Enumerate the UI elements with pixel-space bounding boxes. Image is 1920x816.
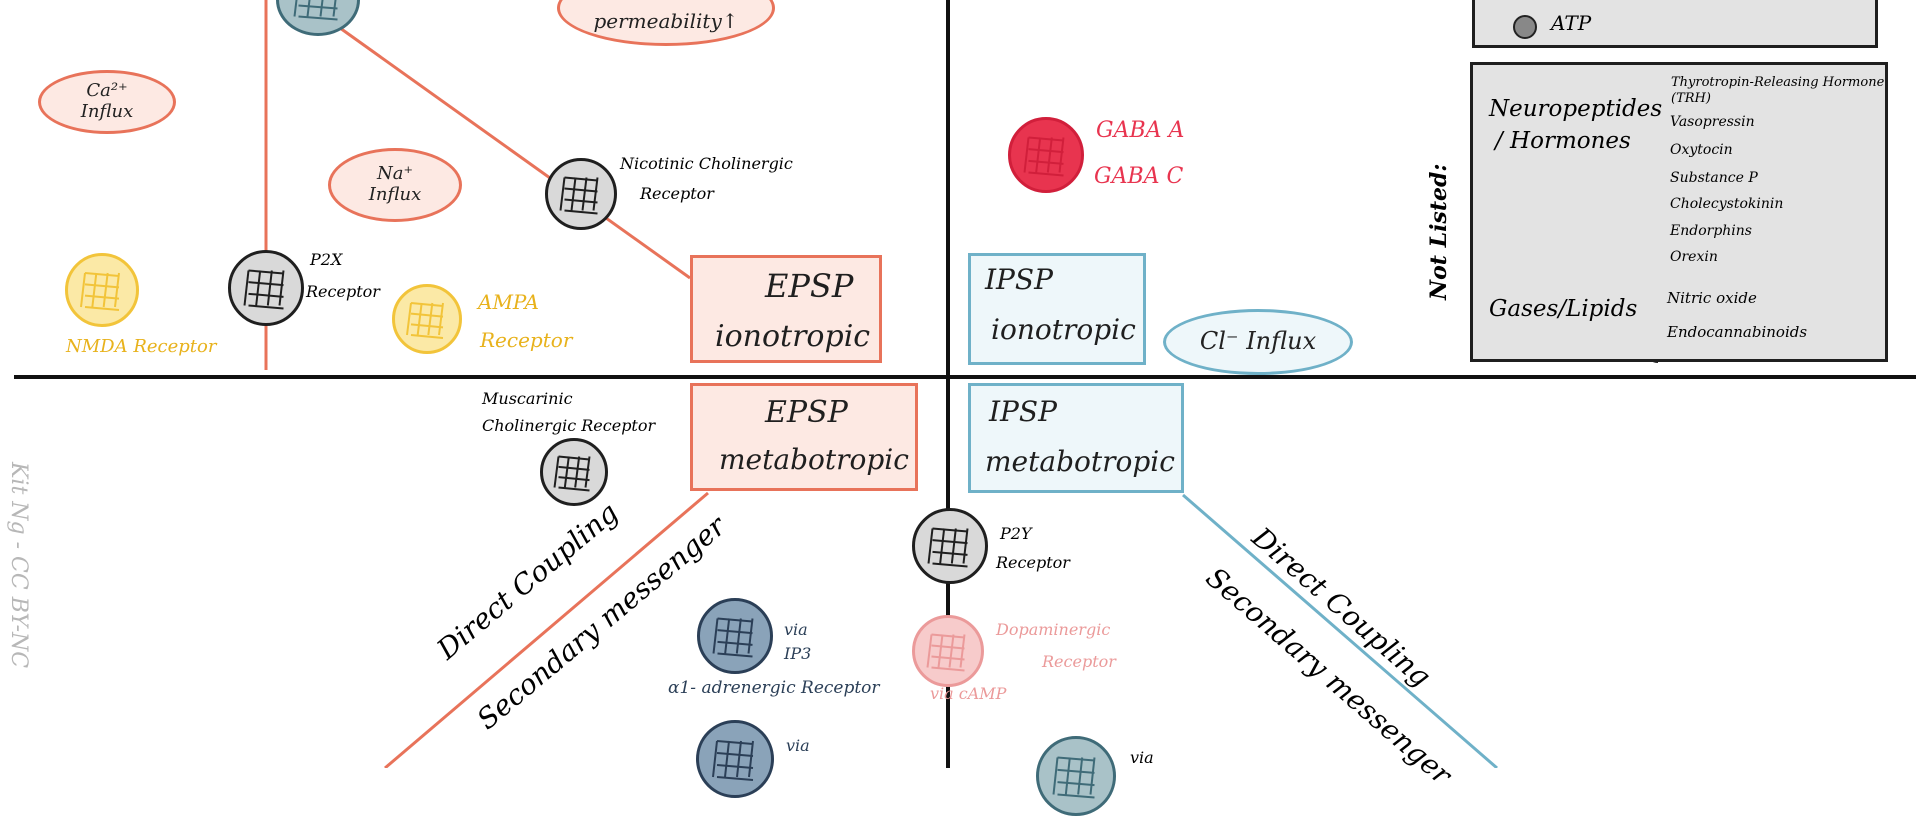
nicotinic-connector-line (339, 26, 691, 280)
ca-influx-label: Influx (80, 101, 134, 122)
nicotinic-label: Receptor (640, 184, 714, 203)
neuropeptide-item: Substance P (1670, 170, 1758, 186)
na-influx-label: Na⁺ (377, 163, 413, 185)
neuropeptide-item: Orexin (1670, 249, 1718, 265)
via-label: via (1130, 748, 1154, 767)
ampa-label: AMPA (478, 290, 539, 314)
p2y-receptor-icon (912, 508, 988, 584)
via-ip3-label: via (784, 620, 808, 639)
not-listed-panel: Neuropeptides / Hormones Thyrotropin-Rel… (1470, 62, 1888, 362)
nmda-receptor-icon (65, 253, 139, 327)
neuropeptide-item: Endorphins (1670, 223, 1752, 239)
muscarinic-label: Cholinergic Receptor (482, 416, 656, 435)
p2x-receptor-icon (228, 250, 304, 326)
neuropeptide-item: Cholecystokinin (1670, 196, 1784, 212)
p2y-label: Receptor (996, 553, 1070, 572)
receptor-grid (927, 527, 969, 568)
ionotropic-label: ionotropic (715, 319, 871, 354)
permeability-label: permeability↑ (593, 9, 739, 33)
cl-influx-label: Cl⁻ Influx (1199, 327, 1317, 356)
ipsp-metabotropic-box: IPSP metabotropic (968, 383, 1184, 493)
receptor-grid (406, 302, 444, 339)
receptor-grid (243, 269, 285, 310)
neuropeptide-item: Vasopressin (1670, 114, 1755, 130)
ipsp-label: IPSP (989, 395, 1057, 428)
p2x-label: P2X (310, 250, 343, 269)
alpha1-label: α1- adrenergic Receptor (668, 678, 880, 698)
dopaminergic-receptor-icon (912, 615, 984, 687)
metabotropic-excitatory-line (384, 491, 709, 768)
receptor-icon (1036, 736, 1116, 816)
muscarinic-receptor-icon (540, 438, 608, 506)
neuropeptide-item: Oxytocin (1670, 142, 1733, 158)
muscarinic-label: Muscarinic (482, 389, 573, 408)
p2x-label: Receptor (306, 282, 380, 301)
via-ip3-label: IP3 (784, 644, 812, 663)
neuropeptides-label: Neuropeptides (1489, 96, 1663, 122)
p2y-label: P2Y (1000, 524, 1032, 543)
nicotinic-receptor-icon (545, 158, 617, 230)
cl-influx-oval: Cl⁻ Influx (1163, 309, 1353, 375)
receptor-grid (926, 633, 966, 672)
receptor-grid (559, 176, 599, 215)
not-listed-label: Not Listed: (1426, 163, 1452, 300)
via-label: via (786, 736, 810, 755)
gases-lipids-label: Gases/Lipids (1489, 296, 1638, 322)
hormones-label: / Hormones (1495, 128, 1631, 154)
receptor-grid (293, 0, 338, 21)
nmda-label: NMDA Receptor (66, 336, 217, 357)
ipsp-ionotropic-box: IPSP ionotropic (968, 253, 1146, 365)
receptor-grid (553, 455, 591, 492)
ionotropic-label: ionotropic (991, 313, 1136, 346)
gas-item: Nitric oxide (1667, 289, 1757, 307)
gas-item: Endocannabinoids (1667, 323, 1808, 341)
neuropeptide-item: Thyrotropin-Releasing Hormone (TRH) (1671, 75, 1885, 107)
gaba-receptor-icon (1008, 117, 1084, 193)
na-influx-oval: Na⁺ Influx (328, 148, 462, 222)
alpha1-receptor-icon (697, 598, 773, 674)
metabotropic-label: metabotropic (719, 443, 909, 476)
gaba-a-label: GABA A (1096, 118, 1185, 143)
via-camp-label: via cAMP (930, 684, 1007, 703)
ampa-label: Receptor (480, 328, 573, 352)
epsp-label: EPSP (765, 267, 854, 305)
epsp-label: EPSP (765, 395, 848, 430)
atp-icon (1513, 15, 1537, 39)
ca-influx-label: Ca²⁺ (86, 80, 128, 102)
ca-influx-oval: Ca²⁺ Influx (38, 70, 176, 134)
dopaminergic-label: Dopaminergic (996, 620, 1111, 639)
receptor-grid (712, 617, 754, 658)
epsp-metabotropic-box: EPSP metabotropic (690, 383, 918, 491)
dopaminergic-label: Receptor (1042, 652, 1116, 671)
na-influx-label: Influx (368, 184, 422, 205)
epsp-ionotropic-box: EPSP ionotropic (690, 255, 882, 363)
nicotinic-label: Nicotinic Cholinergic (620, 154, 793, 173)
receptor-grid (1052, 756, 1096, 799)
atp-panel: ATP (1472, 0, 1878, 48)
ipsp-label: IPSP (985, 263, 1053, 296)
metabotropic-label: metabotropic (985, 445, 1175, 478)
receptor-grid (712, 740, 754, 781)
credit-label: Kit Ng - CC BY-NC (6, 462, 31, 669)
atp-label: ATP (1551, 11, 1592, 35)
receptor-icon (276, 0, 360, 36)
receptor-grid (1023, 136, 1065, 177)
ampa-receptor-icon (392, 284, 462, 354)
metabotropic-inhibitory-line (1182, 493, 1498, 768)
receptor-icon (696, 720, 774, 798)
gaba-c-label: GABA C (1094, 164, 1184, 189)
receptor-grid (80, 272, 120, 311)
